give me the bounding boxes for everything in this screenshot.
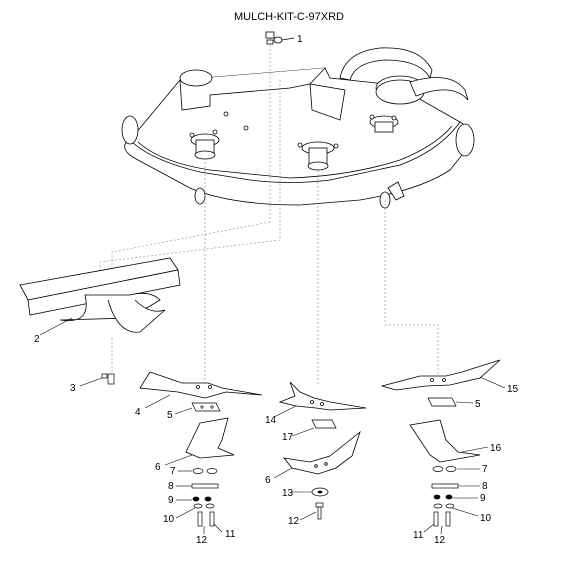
callout-8-right: 8 (482, 481, 488, 492)
mower-deck (121, 47, 475, 209)
callout-6-center: 6 (265, 475, 271, 486)
callout-13: 13 (282, 488, 294, 499)
part-5-plate-left (191, 402, 221, 412)
right-hardware-stack (431, 466, 459, 527)
diagram-title: MULCH-KIT-C-97XRD (234, 11, 344, 23)
part-6-fin-center (283, 430, 361, 475)
callout-6-left: 6 (155, 462, 161, 473)
part-5-plate-right (427, 397, 457, 407)
callout-14: 14 (265, 415, 277, 426)
callout-9-left: 9 (168, 495, 174, 506)
callout-12-right: 12 (434, 535, 446, 546)
callout-17: 17 (282, 432, 294, 443)
callout-12-left: 12 (196, 535, 208, 546)
part-6-fin-left (185, 417, 235, 459)
left-hardware-stack (191, 468, 219, 527)
part-14-blade-center (278, 381, 367, 411)
part-17-plate-center (311, 419, 337, 429)
part-13-washer (311, 487, 329, 497)
dashed-leader-lines (99, 45, 439, 385)
callout-8-left: 8 (168, 481, 174, 492)
callout-10-left: 10 (163, 514, 175, 525)
callout-11-left: 11 (225, 529, 236, 540)
callout-5-left: 5 (167, 410, 173, 421)
part-15-blade-right (380, 359, 501, 391)
callout-10-right: 10 (480, 513, 492, 524)
part-3-bolts (101, 373, 115, 385)
callout-16: 16 (490, 443, 502, 454)
part-1-bolt-washer (265, 31, 295, 45)
part-12-bolt-center (315, 502, 324, 520)
part-2-mulch-baffle (19, 257, 181, 333)
callout-1: 1 (297, 34, 303, 45)
callout-5-right: 5 (475, 399, 481, 410)
callout-4: 4 (135, 407, 141, 418)
callout-9-right: 9 (480, 493, 486, 504)
callout-2: 2 (34, 334, 40, 345)
callout-3: 3 (70, 383, 76, 394)
part-4-blade-left (139, 371, 263, 399)
callout-11-right: 11 (413, 530, 424, 541)
part-16-fin-right (409, 419, 481, 463)
callout-7-right: 7 (482, 464, 488, 475)
callout-7-left: 7 (170, 466, 176, 477)
callout-15: 15 (507, 384, 519, 395)
callout-12-center: 12 (288, 516, 300, 527)
